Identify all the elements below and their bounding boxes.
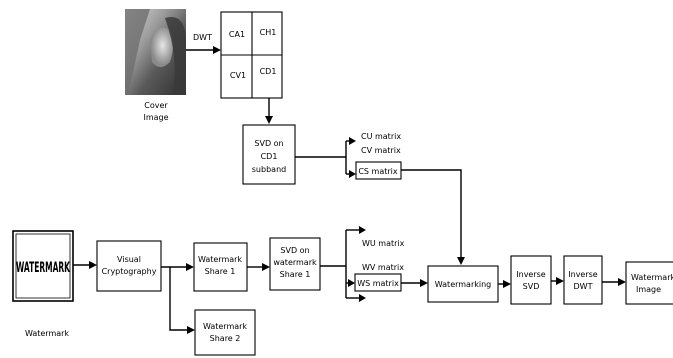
watermarking-box (427, 265, 499, 303)
inverse-dwt-box (563, 255, 603, 305)
arrowhead-share1-to-svd (262, 263, 270, 271)
arrow-vc-to-share2 (169, 267, 188, 331)
arrowhead-isvd-to-idwt (556, 277, 564, 285)
arrowhead-cover-to-dwt (213, 46, 221, 54)
arrowhead-watermark-to-vc (89, 261, 97, 269)
subband-cv1: CV1 (230, 71, 246, 80)
watermarked-image-label: WatermarkedImage (631, 273, 673, 294)
arrowhead-to-wu (359, 226, 366, 234)
subband-ch1: CH1 (260, 28, 277, 37)
arrow-cs-to-watermarking (401, 169, 462, 258)
ws-matrix-label: WS matrix (357, 279, 399, 288)
cs-matrix-label: CS matrix (358, 167, 398, 176)
subband-cd1: CD1 (260, 67, 277, 76)
arrowhead-ws-to-watermarking (420, 279, 428, 287)
subband-ca1: CA1 (229, 30, 245, 39)
subband-grid (220, 11, 283, 99)
svd-watermark-box (269, 237, 321, 291)
watermark-image-text: WATERMARK (16, 260, 71, 276)
arrowhead-vc-to-share2 (187, 326, 195, 334)
watermark-caption: Watermark (25, 329, 69, 338)
arrowhead-grid-to-svd (265, 116, 273, 124)
watermarking-label: Watermarking (435, 280, 492, 289)
arrowhead-to-cu (349, 137, 356, 145)
svd-cd1-box (242, 124, 296, 185)
watermark-share1-box (193, 242, 248, 292)
arrow-svd-watermark-out (320, 230, 347, 298)
visual-cryptography-box (96, 240, 162, 292)
inverse-svd-box (510, 255, 552, 305)
arrow-svd-cd1-out (295, 141, 347, 174)
arrowhead-vc-to-share1 (186, 263, 194, 271)
arrowhead-cs-to-watermarking (457, 257, 465, 265)
wu-matrix-label: WU matrix (362, 239, 405, 248)
watermarked-image-box (625, 261, 673, 305)
arrowhead-idwt-to-output (618, 278, 626, 286)
cover-image (125, 9, 186, 95)
arrowhead-watermarking-to-isvd (503, 280, 511, 288)
connectors (73, 46, 626, 334)
wv-matrix-label: WV matrix (362, 263, 404, 272)
arrowhead-to-bottom (359, 294, 366, 302)
dwt-label: DWT (193, 33, 212, 42)
cu-matrix-label: CU matrix (361, 132, 401, 141)
watermark-share2-box (194, 309, 256, 356)
cv-matrix-label: CV matrix (361, 146, 401, 155)
watermark-image: WATERMARK (12, 230, 74, 302)
arrowhead-to-ws (348, 279, 355, 287)
arrowhead-to-cs (349, 170, 356, 178)
